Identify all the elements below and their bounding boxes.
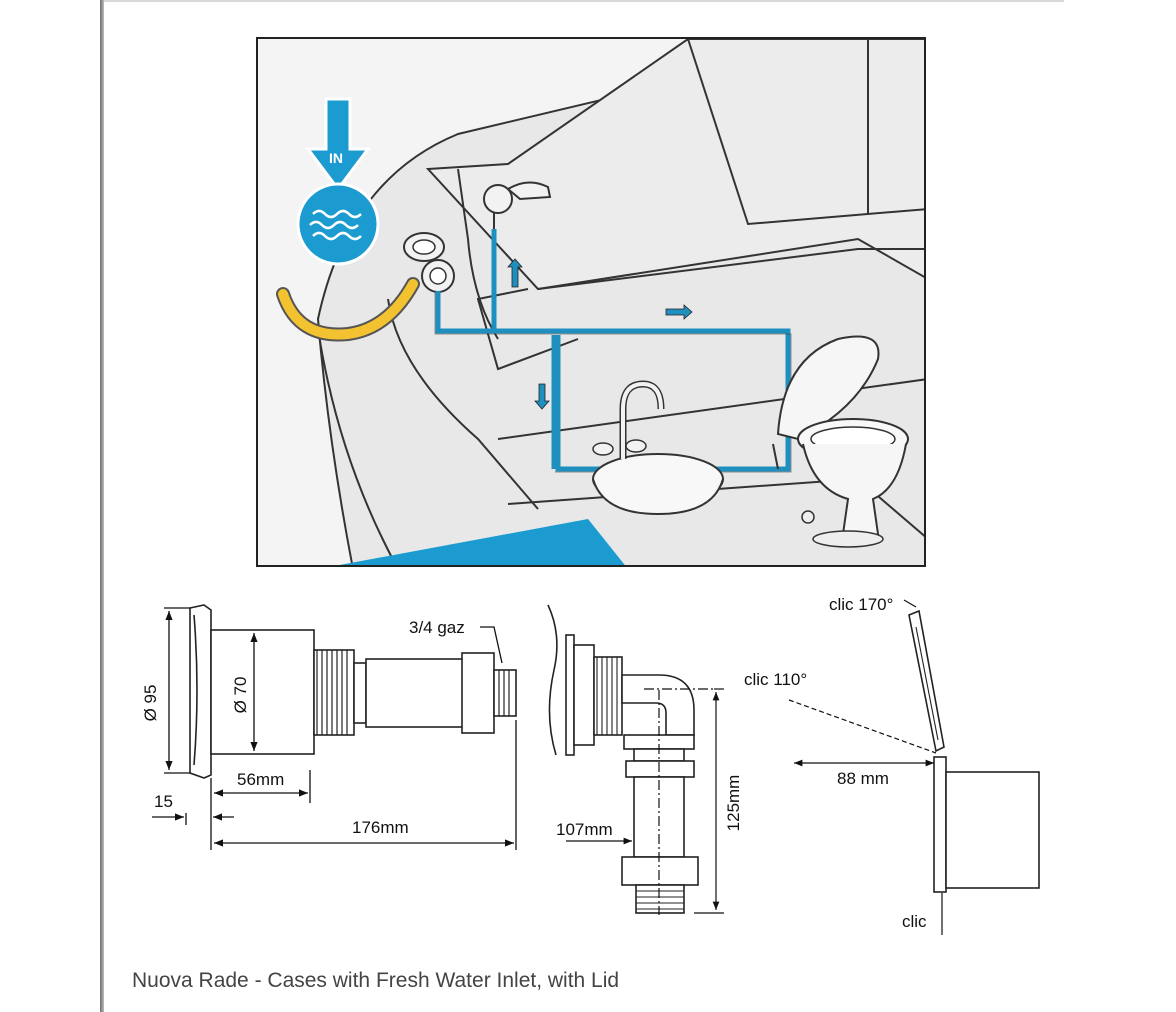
- dim-107mm: 107mm: [556, 820, 613, 839]
- page-edge-top: [104, 0, 1064, 2]
- side-view-drawing: [189, 604, 517, 779]
- dim-15: 15: [154, 792, 173, 811]
- figure-caption: Nuova Rade - Cases with Fresh Water Inle…: [132, 969, 620, 992]
- flow-up-arrow-icon: [507, 258, 523, 288]
- dim-diameter-70: Ø 70: [231, 677, 250, 714]
- lid-angle-170: clic 170°: [829, 595, 893, 614]
- shower-head-icon: [483, 184, 513, 214]
- dim-176mm: 176mm: [352, 818, 409, 837]
- elbow-view-drawing: [547, 604, 699, 914]
- dim-thread: 3/4 gaz: [409, 618, 465, 637]
- boat-illustration: IN: [256, 37, 926, 567]
- dim-diameter-95: Ø 95: [141, 685, 160, 722]
- page-edge-left: [100, 0, 104, 1012]
- lid-clic-label: clic: [902, 912, 927, 931]
- in-label: IN: [329, 150, 343, 166]
- flow-down-arrow-icon: [534, 383, 550, 410]
- toilet-lid: [776, 335, 880, 441]
- dim-125mm: 125mm: [724, 775, 743, 832]
- dim-56mm: 56mm: [237, 770, 284, 789]
- lid-angle-drawing: [908, 609, 1040, 893]
- technical-drawings: Ø 95 Ø 70 3/4 gaz 56mm 15 176mm 107mm 12…: [141, 595, 1040, 935]
- in-arrow-icon: [305, 97, 371, 192]
- flow-right-arrow-icon: [665, 304, 693, 320]
- yellow-hose: [278, 279, 418, 340]
- water-drop-icon: [296, 182, 380, 266]
- lid-angle-110: clic 110°: [744, 670, 807, 689]
- sea-water: [339, 519, 625, 565]
- upper-berth: [425, 39, 924, 291]
- boat-illustration-svg: IN: [258, 39, 924, 565]
- dim-88mm: 88 mm: [837, 769, 889, 788]
